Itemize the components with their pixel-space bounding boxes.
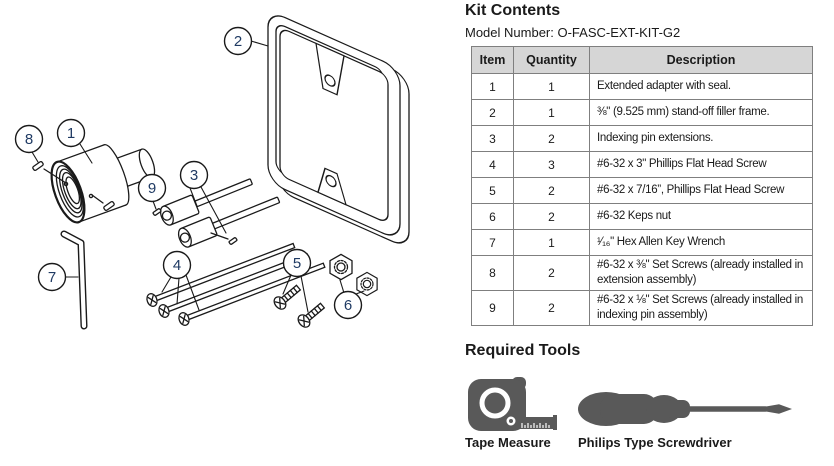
- header-description: Description: [589, 46, 813, 74]
- description-cell: Indexing pin extensions.: [589, 125, 813, 152]
- callout-8: 8: [14, 124, 44, 154]
- description-cell: ¹⁄₁₆" Hex Allen Key Wrench: [589, 229, 813, 256]
- table-row: 3 2 Indexing pin extensions.: [471, 125, 813, 152]
- item-cell: 7: [471, 229, 514, 256]
- table-row: 9 2 #6-32 x ⅛" Set Screws (already insta…: [471, 289, 813, 326]
- item-cell: 3: [471, 125, 514, 152]
- pin-set-screws-part: [152, 208, 238, 245]
- quantity-cell: 3: [513, 151, 590, 178]
- short-screws-part: [273, 284, 326, 328]
- callout-9: 9: [137, 173, 167, 203]
- quantity-cell: 2: [513, 177, 590, 204]
- callout-4-number: 4: [173, 257, 181, 274]
- allen-key-part: [60, 230, 88, 330]
- item-cell: 1: [471, 73, 514, 100]
- item-cell: 8: [471, 255, 514, 291]
- description-cell: #6-32 x 7/16”, Phillips Flat Head Screw: [589, 177, 813, 204]
- quantity-cell: 1: [513, 229, 590, 256]
- header-quantity: Quantity: [513, 46, 590, 74]
- required-tools-title: Required Tools: [465, 342, 581, 359]
- kit-contents-table: Item Quantity Description 1 1 Extended a…: [471, 46, 813, 326]
- callout-5-number: 5: [293, 255, 301, 272]
- callout-7-number: 7: [48, 269, 56, 286]
- callout-8-number: 8: [25, 131, 33, 148]
- table-row: 1 1 Extended adapter with seal.: [471, 73, 813, 100]
- table-row: 7 1 ¹⁄₁₆" Hex Allen Key Wrench: [471, 229, 813, 256]
- header-item: Item: [471, 46, 514, 74]
- model-number: Model Number: O-FASC-EXT-KIT-G2: [465, 25, 681, 40]
- screwdriver-icon: [578, 392, 792, 426]
- quantity-cell: 2: [513, 203, 590, 230]
- indexing-pin-extensions-part: [159, 178, 281, 248]
- adapter-set-screws-part: [32, 160, 115, 212]
- callout-9-number: 9: [148, 180, 156, 197]
- item-cell: 6: [471, 203, 514, 230]
- keps-nuts-part: [329, 253, 378, 297]
- callout-6: 6: [333, 290, 363, 320]
- quantity-cell: 2: [513, 255, 590, 291]
- callout-3-number: 3: [190, 167, 198, 184]
- exploded-parts-diagram: 1 2 3 4 5: [14, 15, 410, 330]
- item-cell: 5: [471, 177, 514, 204]
- table-header-row: Item Quantity Description: [471, 46, 813, 74]
- description-cell: #6-32 x ⅛" Set Screws (already installed…: [589, 289, 813, 326]
- callout-2-number: 2: [234, 33, 242, 50]
- description-cell: #6-32 x ⅜" Set Screws (already installed…: [589, 255, 813, 291]
- tape-measure-icon: [468, 377, 557, 431]
- table-row: 8 2 #6-32 x ⅜" Set Screws (already insta…: [471, 255, 813, 291]
- callout-3: 3: [179, 160, 209, 190]
- table-row: 5 2 #6-32 x 7/16”, Phillips Flat Head Sc…: [471, 177, 813, 204]
- callout-2: 2: [223, 26, 253, 56]
- item-cell: 2: [471, 99, 514, 126]
- callout-6-number: 6: [344, 297, 352, 314]
- callout-7: 7: [37, 262, 67, 292]
- callout-leaders: [31, 40, 365, 313]
- table-row: 2 1 ⅜" (9.525 mm) stand-off filler frame…: [471, 99, 813, 126]
- callout-5: 5: [282, 248, 312, 278]
- callout-1: 1: [56, 118, 86, 148]
- screwdriver-label: Philips Type Screwdriver: [578, 435, 732, 450]
- description-cell: ⅜" (9.525 mm) stand-off filler frame.: [589, 99, 813, 126]
- callouts: 1 2 3 4 5: [14, 26, 363, 320]
- quantity-cell: 2: [513, 289, 590, 326]
- tape-measure-label: Tape Measure: [465, 435, 551, 450]
- description-cell: #6-32 x 3" Phillips Flat Head Screw: [589, 151, 813, 178]
- filler-frame-part: [267, 15, 410, 244]
- table-row: 6 2 #6-32 Keps nut: [471, 203, 813, 230]
- item-cell: 9: [471, 289, 514, 326]
- description-cell: Extended adapter with seal.: [589, 73, 813, 100]
- quantity-cell: 2: [513, 125, 590, 152]
- kit-contents-title: Kit Contents: [465, 2, 561, 19]
- table-row: 4 3 #6-32 x 3" Phillips Flat Head Screw: [471, 151, 813, 178]
- quantity-cell: 1: [513, 99, 590, 126]
- callout-4: 4: [162, 250, 192, 280]
- item-cell: 4: [471, 151, 514, 178]
- callout-1-number: 1: [67, 125, 75, 142]
- quantity-cell: 1: [513, 73, 590, 100]
- description-cell: #6-32 Keps nut: [589, 203, 813, 230]
